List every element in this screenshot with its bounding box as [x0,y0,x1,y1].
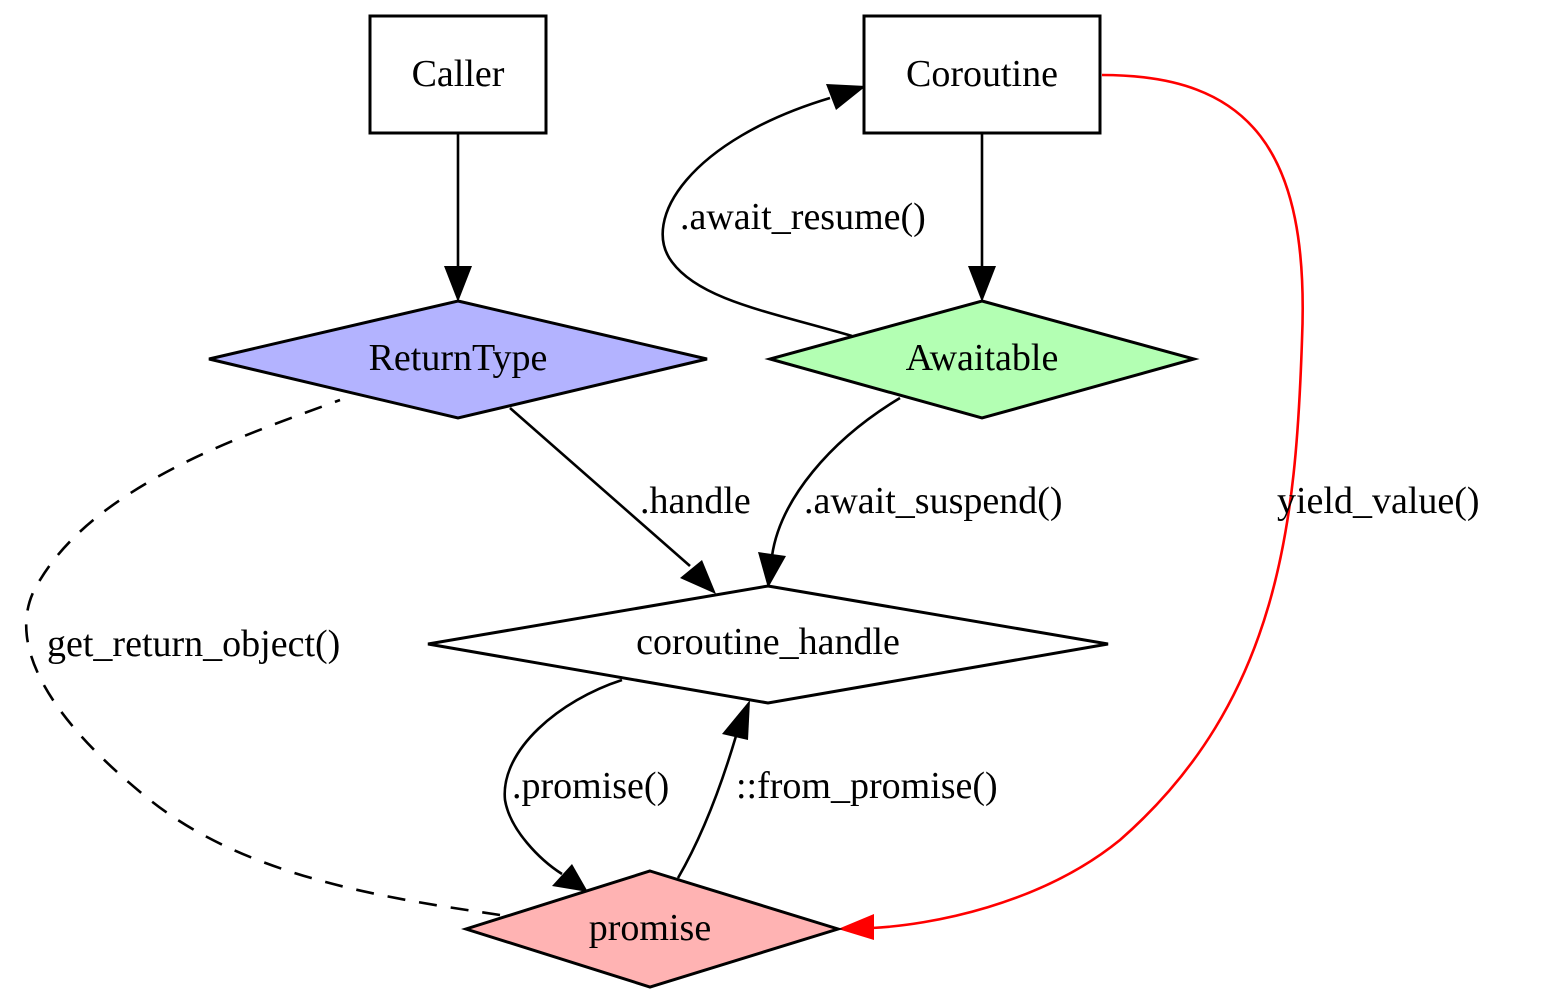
edge-label-handle: .handle [640,480,751,522]
node-returntype[interactable]: ReturnType [208,299,708,420]
edge-promise-returntype: get_return_object() [24,398,501,917]
node-label-promise: promise [589,907,711,949]
arrowhead [838,914,874,940]
edge-awaitable-handle: .await_suspend() [758,396,1063,588]
node-label-returntype: ReturnType [369,337,548,379]
node-awaitable[interactable]: Awaitable [764,299,1200,420]
coroutine-box [862,14,1102,135]
arrowhead [968,266,996,302]
edge-returntype-handle: .handle [509,407,751,594]
caller-box [368,14,548,135]
node-label-caller: Caller [412,53,505,95]
arrowhead [722,700,750,740]
edge-handle-promise: .promise() [503,678,669,892]
awaitable-diamond [764,299,1200,420]
arrowhead [826,84,866,110]
arrowhead [552,864,588,892]
edge-label-promise: .promise() [512,765,669,807]
edge-label-from-promise: ::from_promise() [736,765,998,807]
promise-diamond [461,869,844,989]
edge-label-await-resume: .await_resume() [680,196,926,238]
edge-coroutine-promise: yield_value() [838,73,1480,940]
edge-label-await-suspend: .await_suspend() [804,480,1063,522]
node-coroutine[interactable]: Coroutine [862,14,1102,135]
edge-promise-handle: ::from_promise() [676,700,998,879]
node-coroutine-handle[interactable]: coroutine_handle [427,584,1109,705]
node-label-coroutine-handle: coroutine_handle [636,621,900,663]
node-label-coroutine: Coroutine [906,53,1058,95]
arrowhead [444,266,472,302]
coroutine-handle-diamond [427,584,1109,705]
edge-caller-returntype [444,134,472,302]
node-promise[interactable]: promise [461,869,844,989]
edge-label-yield-value: yield_value() [1277,480,1480,522]
edge-awaitable-coroutine: .await_resume() [661,84,926,338]
arrowhead [758,552,786,588]
arrowhead [680,560,716,594]
node-label-awaitable: Awaitable [906,337,1059,379]
edge-label-get-return-object: get_return_object() [47,623,340,665]
node-caller[interactable]: Caller [368,14,548,135]
edge-coroutine-awaitable [968,134,996,302]
returntype-diamond [208,299,708,420]
